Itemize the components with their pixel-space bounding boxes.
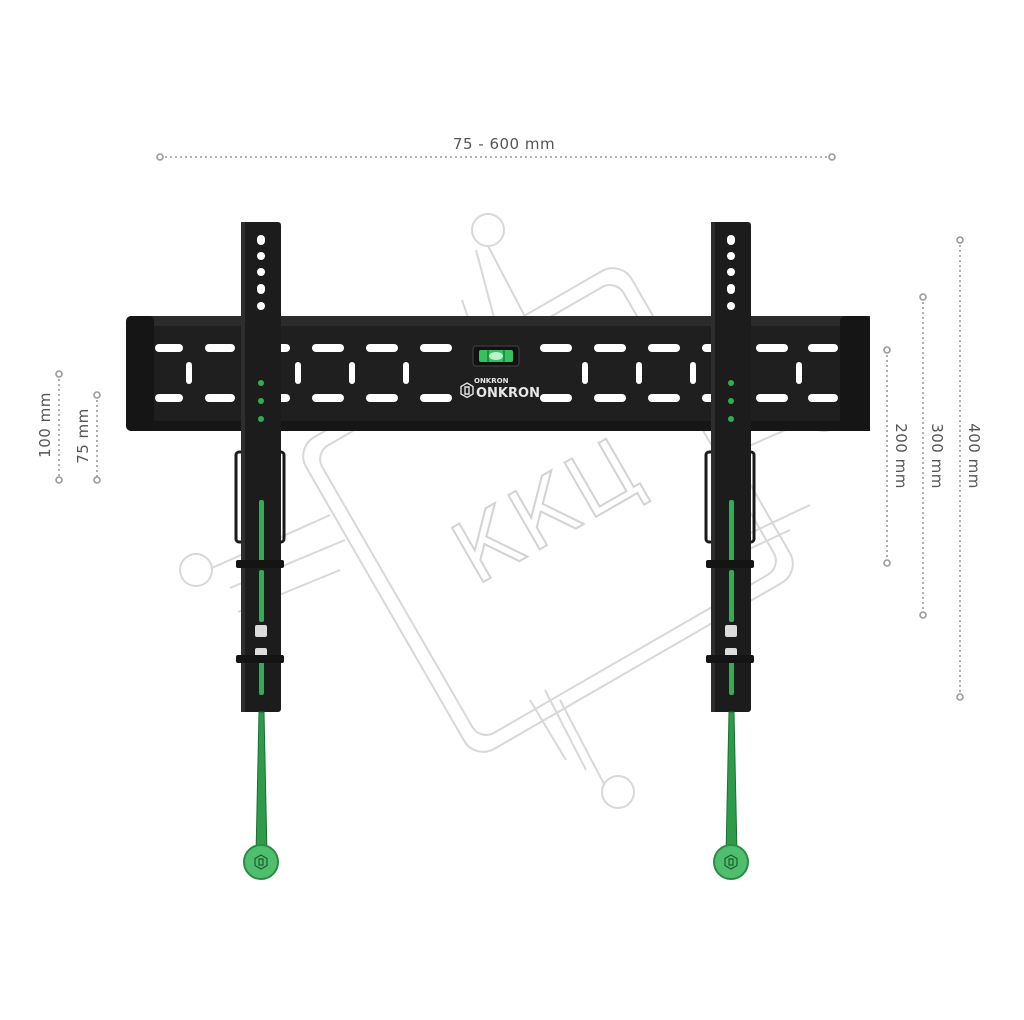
vesa-200-label: 200 mm <box>892 423 910 489</box>
dimension-endpoints <box>55 153 964 701</box>
right-bracket-arm <box>704 222 756 712</box>
vesa-300-label: 300 mm <box>928 423 946 489</box>
bubble-level-icon <box>472 345 520 367</box>
vesa-400-label: 400 mm <box>965 423 983 489</box>
dimension-lines <box>58 156 961 697</box>
brand-logo-icon <box>460 382 474 399</box>
vesa-100-label: 100 mm <box>36 392 54 458</box>
width-range-label: 75 - 600 mm <box>453 135 555 153</box>
wall-plate <box>126 316 870 431</box>
cord-tab-logo-icon <box>724 854 738 870</box>
left-release-cord <box>243 711 279 880</box>
vesa-75-label: 75 mm <box>74 408 92 464</box>
watermark-text: ККЦ <box>437 417 661 604</box>
brand-name: ONKRON <box>476 386 540 401</box>
right-release-cord <box>713 711 749 880</box>
cord-tab-logo-icon <box>254 854 268 870</box>
left-bracket-arm <box>234 222 286 712</box>
brand-logo: ONKRON ONKRON <box>460 377 540 401</box>
brand-name-small: ONKRON <box>474 377 509 385</box>
